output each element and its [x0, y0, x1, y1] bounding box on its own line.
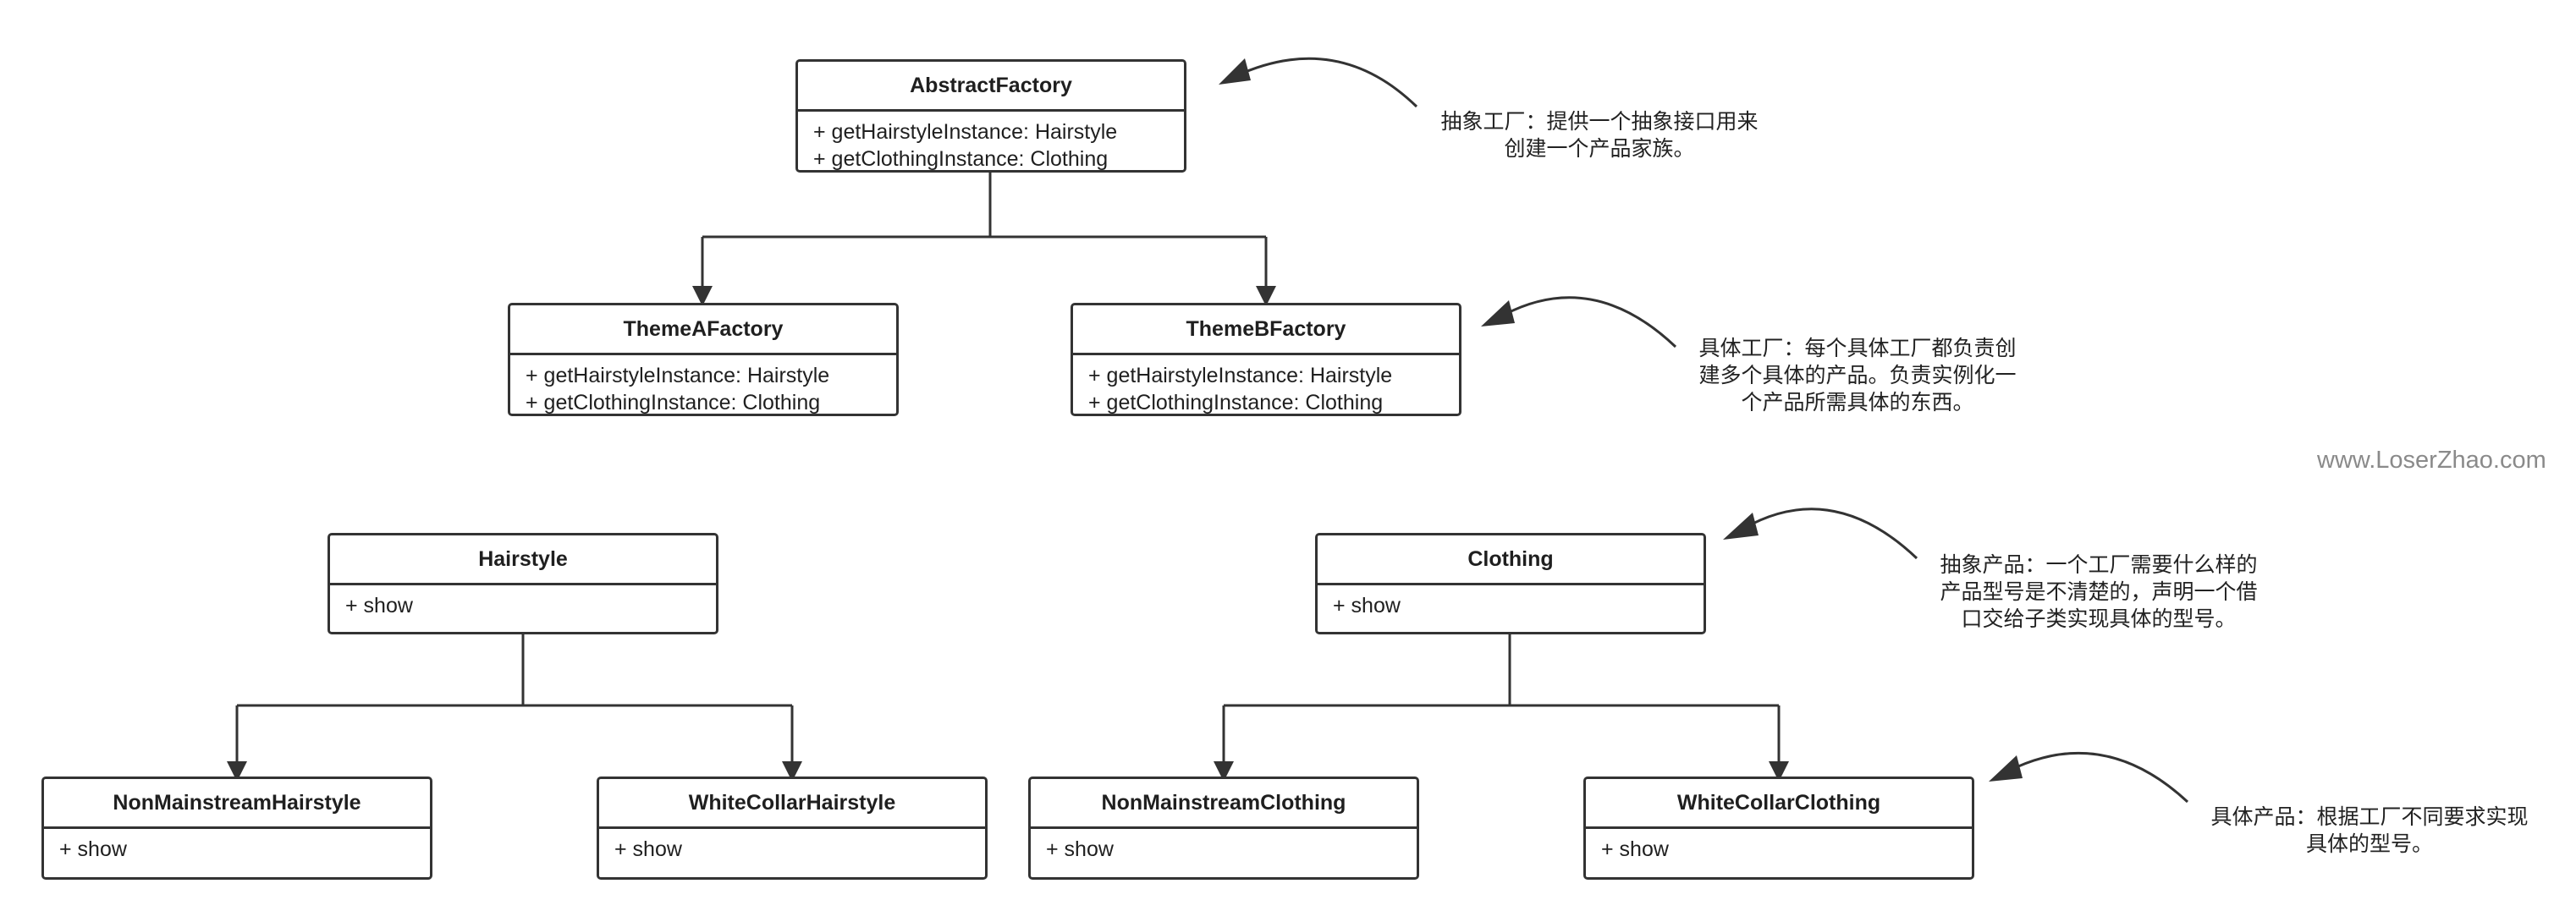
class-box-non-mainstream-clothing[interactable]: NonMainstreamClothing + show [1028, 777, 1419, 880]
class-method: + getHairstyleInstance: Hairstyle [813, 120, 1118, 144]
class-box-non-mainstream-hairstyle[interactable]: NonMainstreamHairstyle + show [41, 777, 432, 880]
class-box-clothing[interactable]: Clothing + show [1315, 533, 1706, 634]
class-members: + show [1031, 829, 1417, 863]
class-box-theme-a-factory[interactable]: ThemeAFactory + getHairstyleInstance: Ha… [508, 303, 899, 416]
note-line: 具体产品：根据工厂不同要求实现 [2210, 804, 2529, 829]
note-arrow-abstract-product [1742, 508, 1918, 560]
class-method: + getHairstyleInstance: Hairstyle [1088, 364, 1393, 387]
class-name: Clothing [1318, 535, 1704, 585]
class-method: + show [59, 837, 127, 861]
class-name: AbstractFactory [798, 62, 1184, 112]
note-concrete-factory: 具体工厂：每个具体工厂都负责创 建多个具体的产品。负责实例化一 个产品所需具体的… [1688, 335, 2027, 416]
class-method: + show [1046, 837, 1114, 861]
note-arrow-concrete-factory [1499, 296, 1677, 348]
arrowhead-white-collar-hairstyle [782, 761, 802, 782]
note-line: 具体的型号。 [2305, 831, 2433, 856]
note-line: 抽象产品：一个工厂需要什么样的 [1940, 552, 2258, 577]
note-arrowhead-concrete-factory [1481, 300, 1515, 327]
class-method: + show [614, 837, 682, 861]
class-method: + getHairstyleInstance: Hairstyle [526, 364, 830, 387]
note-arrow-concrete-product [2006, 751, 2189, 804]
arrowhead-theme-b [1256, 286, 1276, 306]
note-arrow-abstract-factory [1235, 57, 1418, 108]
class-method: + show [1601, 837, 1669, 861]
class-members: + show [44, 829, 430, 863]
class-name: NonMainstreamHairstyle [44, 779, 430, 829]
note-arrowhead-abstract-factory [1219, 58, 1251, 85]
class-name: WhiteCollarHairstyle [599, 779, 985, 829]
class-box-white-collar-clothing[interactable]: WhiteCollarClothing + show [1583, 777, 1974, 880]
note-arrowhead-abstract-product [1723, 513, 1759, 540]
class-members: + getHairstyleInstance: Hairstyle + getC… [1073, 355, 1459, 416]
note-line: 具体工厂：每个具体工厂都负责创 [1698, 336, 2017, 360]
class-name: WhiteCollarClothing [1586, 779, 1972, 829]
note-arrowhead-concrete-product [1989, 755, 2023, 782]
note-concrete-product: 具体产品：根据工厂不同要求实现 具体的型号。 [2200, 804, 2539, 858]
note-abstract-product: 抽象产品：一个工厂需要什么样的 产品型号是不清楚的，声明一个借 口交给子类实现具… [1929, 552, 2268, 633]
class-method: + getClothingInstance: Clothing [813, 147, 1109, 171]
class-members: + show [1318, 585, 1704, 619]
class-box-theme-b-factory[interactable]: ThemeBFactory + getHairstyleInstance: Ha… [1071, 303, 1461, 416]
class-members: + show [599, 829, 985, 863]
class-members: + show [330, 585, 716, 619]
class-box-abstract-factory[interactable]: AbstractFactory + getHairstyleInstance: … [795, 59, 1186, 173]
class-method: + show [345, 594, 413, 617]
note-abstract-factory: 抽象工厂：提供一个抽象接口用来 创建一个产品家族。 [1430, 108, 1769, 162]
inheritance-connector-clothing [1222, 634, 1781, 761]
class-box-white-collar-hairstyle[interactable]: WhiteCollarHairstyle + show [597, 777, 988, 880]
inheritance-connector-abstract-factory [701, 173, 1268, 286]
note-line: 口交给子类实现具体的型号。 [1961, 606, 2237, 631]
class-name: NonMainstreamClothing [1031, 779, 1417, 829]
class-members: + getHairstyleInstance: Hairstyle + getC… [510, 355, 896, 416]
class-members: + show [1586, 829, 1972, 863]
class-box-hairstyle[interactable]: Hairstyle + show [328, 533, 718, 634]
class-members: + getHairstyleInstance: Hairstyle + getC… [798, 112, 1184, 173]
arrowhead-non-mainstream-clothing [1214, 761, 1234, 782]
arrowhead-white-collar-clothing [1769, 761, 1789, 782]
class-method: + show [1333, 594, 1401, 617]
note-line: 创建一个产品家族。 [1504, 136, 1695, 161]
class-name: Hairstyle [330, 535, 716, 585]
class-name: ThemeBFactory [1073, 305, 1459, 355]
class-method: + getClothingInstance: Clothing [1088, 391, 1384, 414]
inheritance-connector-hairstyle [235, 634, 794, 761]
note-line: 建多个具体的产品。负责实例化一 [1698, 363, 2017, 387]
arrowhead-theme-a [692, 286, 713, 306]
note-line: 产品型号是不清楚的，声明一个借 [1940, 579, 2258, 604]
note-line: 个产品所需具体的东西。 [1741, 390, 1974, 414]
watermark: www.LoserZhao.com [2317, 447, 2546, 474]
arrowhead-non-mainstream-hairstyle [227, 761, 247, 782]
note-line: 抽象工厂：提供一个抽象接口用来 [1440, 109, 1759, 134]
class-method: + getClothingInstance: Clothing [526, 391, 821, 414]
class-name: ThemeAFactory [510, 305, 896, 355]
